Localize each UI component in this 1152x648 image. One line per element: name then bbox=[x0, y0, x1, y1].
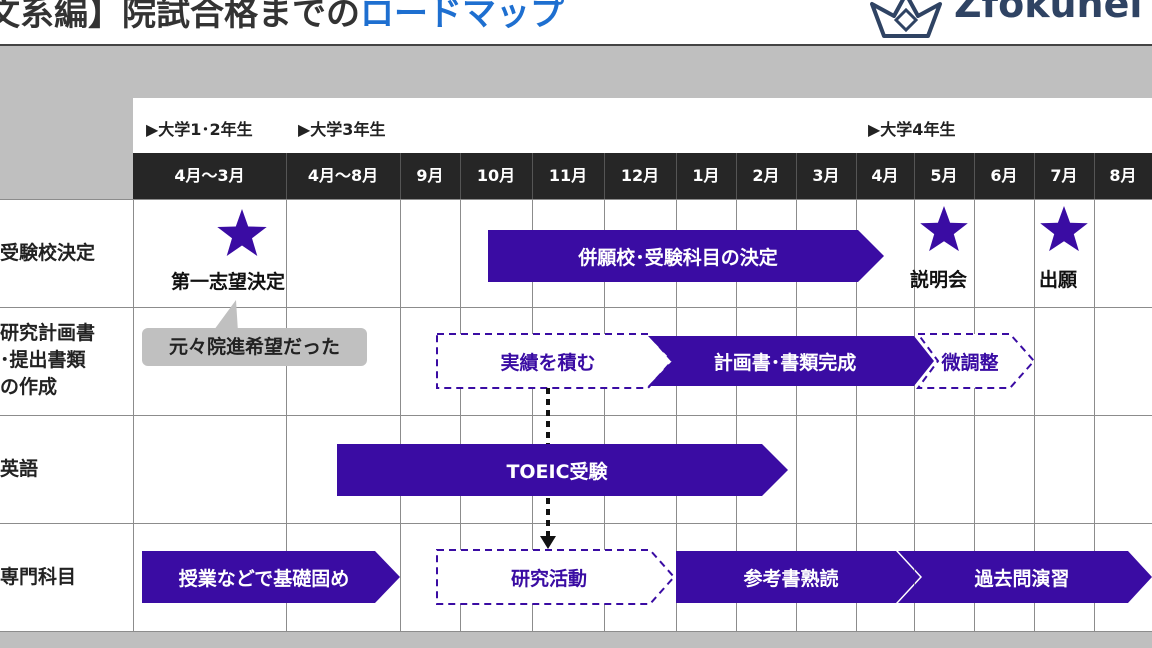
month-cell: 10月 bbox=[476, 166, 516, 185]
row-divider bbox=[0, 307, 1152, 308]
header-divider bbox=[400, 153, 401, 199]
logo-text: Zfokunel bbox=[954, 0, 1143, 26]
bar-label-basics: 授業などで基礎固め bbox=[178, 567, 350, 590]
arrow-past-exams bbox=[898, 551, 1152, 603]
grade-label-3: ▶大学3年生 bbox=[298, 120, 386, 139]
month-cell: 4月〜8月 bbox=[307, 166, 379, 185]
header-divider bbox=[796, 153, 797, 199]
row-divider bbox=[0, 415, 1152, 416]
arrow-school-decision bbox=[488, 230, 884, 282]
arrow-plan-docs bbox=[648, 336, 934, 386]
arrow-research bbox=[436, 549, 676, 605]
connector-arrowhead-icon bbox=[540, 536, 556, 549]
row-divider bbox=[0, 199, 1152, 200]
bar-label-fine-tune: 微調整 bbox=[941, 351, 999, 374]
month-cell: 4月 bbox=[871, 166, 899, 185]
arrow-toeic bbox=[337, 444, 788, 496]
month-cell: 9月 bbox=[416, 166, 444, 185]
header-divider bbox=[676, 153, 677, 199]
month-cell: 4月〜3月 bbox=[174, 166, 245, 185]
star-icon bbox=[217, 209, 267, 256]
star-icon bbox=[920, 206, 968, 252]
arrow-fine-tune bbox=[916, 333, 1036, 389]
star-icon bbox=[1040, 206, 1088, 252]
bar-label-past-exams: 過去問演習 bbox=[974, 567, 1070, 590]
header-divider bbox=[532, 153, 533, 199]
bar-label-toeic: TOEIC受験 bbox=[506, 460, 608, 483]
month-header bbox=[133, 153, 1152, 199]
title-prefix: 文系編】院試合格までの bbox=[0, 0, 360, 34]
star-label-briefing: 説明会 bbox=[910, 269, 968, 291]
page-title: 文系編】院試合格までのロードマップ bbox=[0, 0, 564, 35]
bar-label-reading: 参考書熟読 bbox=[743, 567, 839, 590]
header-divider bbox=[974, 153, 975, 199]
callout-pointer bbox=[214, 300, 238, 332]
bar-label-school-decision: 併願校･受験科目の決定 bbox=[578, 246, 778, 269]
month-cell: 12月 bbox=[620, 166, 660, 185]
star-label-application: 出願 bbox=[1039, 269, 1078, 291]
callout-bubble: 元々院進希望だった bbox=[142, 328, 367, 366]
row-divider bbox=[0, 631, 1152, 632]
month-cell: 8月 bbox=[1109, 166, 1137, 185]
logo-crown-icon bbox=[870, 0, 942, 38]
bar-label-achievements: 実績を積む bbox=[500, 351, 596, 374]
header-divider bbox=[1034, 153, 1035, 199]
row-label-research-plan: 研究計画書 ･提出書類 の作成 bbox=[0, 322, 96, 398]
header-divider bbox=[1094, 153, 1095, 199]
header-divider bbox=[286, 153, 287, 199]
month-cell: 5月 bbox=[930, 166, 958, 185]
title-highlight: ロードマップ bbox=[360, 0, 564, 34]
arrow-basics bbox=[142, 551, 400, 603]
month-cell: 2月 bbox=[752, 166, 780, 185]
logo: Zfokunel bbox=[866, 0, 1142, 44]
month-cell: 3月 bbox=[812, 166, 840, 185]
header-divider bbox=[460, 153, 461, 199]
month-cell: 1月 bbox=[692, 166, 720, 185]
title-bar: 文系編】院試合格までのロードマップ Zfokunel bbox=[0, 0, 1152, 46]
bar-label-plan-docs: 計画書･書類完成 bbox=[713, 351, 857, 374]
grade-label-4: ▶大学4年生 bbox=[868, 120, 956, 139]
bar-label-research: 研究活動 bbox=[510, 567, 587, 590]
row-divider bbox=[0, 523, 1152, 524]
row-label-major-subject: 専門科目 bbox=[0, 566, 77, 588]
row-label-school-decision: 受験校決定 bbox=[0, 242, 96, 264]
month-cell: 11月 bbox=[548, 166, 588, 185]
row-label-english: 英語 bbox=[0, 458, 39, 480]
grade-label-1-2: ▶大学1･2年生 bbox=[146, 120, 253, 139]
header-divider bbox=[914, 153, 915, 199]
month-cell: 6月 bbox=[990, 166, 1018, 185]
arrow-reading bbox=[676, 551, 920, 603]
month-cell: 7月 bbox=[1050, 166, 1078, 185]
star-label-first-choice: 第一志望決定 bbox=[171, 271, 286, 293]
header-divider bbox=[856, 153, 857, 199]
header-divider bbox=[736, 153, 737, 199]
header-divider bbox=[604, 153, 605, 199]
